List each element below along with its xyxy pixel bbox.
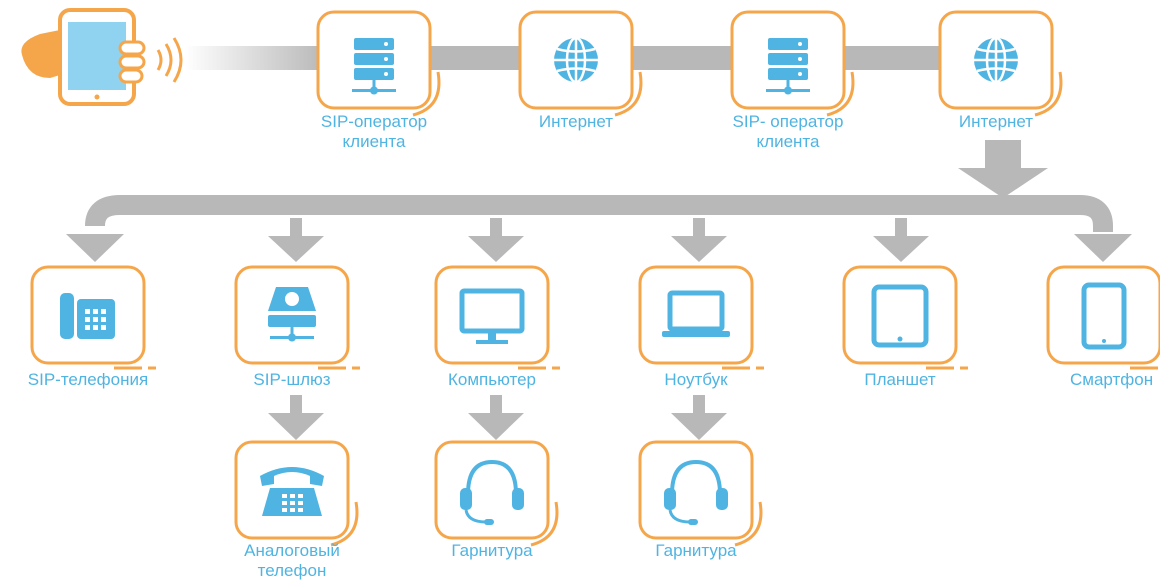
box-corner-accent — [614, 71, 643, 117]
endpoint-3-label: Компьютер — [448, 370, 536, 389]
device-boxes — [30, 10, 1160, 547]
globe-icon — [972, 36, 1020, 84]
top-connector-fade — [185, 46, 325, 70]
top-node-4-box — [938, 10, 1063, 117]
endpoint-4-box — [638, 265, 764, 370]
top-node-2-label: Интернет — [538, 112, 614, 131]
sub-device-1-box — [234, 440, 359, 547]
top-node-4-label: Интернет — [958, 112, 1034, 131]
box-corner-accent — [1034, 71, 1063, 117]
endpoint-5-box — [842, 265, 968, 370]
distribution-bar — [85, 195, 1113, 232]
box-corner-accent — [412, 71, 441, 117]
endpoint-3-box — [434, 265, 560, 370]
box-corner-accent — [826, 71, 855, 117]
endpoint-4-label: Ноутбук — [664, 370, 728, 389]
globe-icon — [552, 36, 600, 84]
main-down-arrow — [958, 140, 1048, 198]
sub-device-3-label: Гарнитура — [655, 541, 737, 560]
box-corner-accent — [530, 501, 559, 547]
box-corner-accent — [330, 501, 359, 547]
endpoint-arrows — [66, 218, 1132, 262]
sub-device-arrows — [268, 395, 727, 440]
endpoint-1-label: SIP-телефония — [27, 370, 149, 389]
endpoint-6-box — [1046, 265, 1160, 370]
endpoint-5-label: Планшет — [864, 370, 936, 389]
endpoint-6-label: Смартфон — [1070, 370, 1154, 389]
box-corner-accent — [734, 501, 763, 547]
top-node-3-box — [730, 10, 855, 117]
sub-device-2-box — [434, 440, 559, 547]
top-node-2-box — [518, 10, 643, 117]
top-connector-bar — [320, 46, 1030, 70]
hand-phone-icon — [21, 8, 183, 106]
endpoint-2-box — [234, 265, 360, 370]
sub-device-3-box — [638, 440, 763, 547]
endpoint-2-label: SIP-шлюз — [253, 370, 331, 389]
ip-desk-phone-icon — [60, 293, 115, 339]
top-node-1-box — [316, 10, 441, 117]
endpoint-1-box — [30, 265, 156, 370]
sub-device-2-label: Гарнитура — [451, 541, 533, 560]
